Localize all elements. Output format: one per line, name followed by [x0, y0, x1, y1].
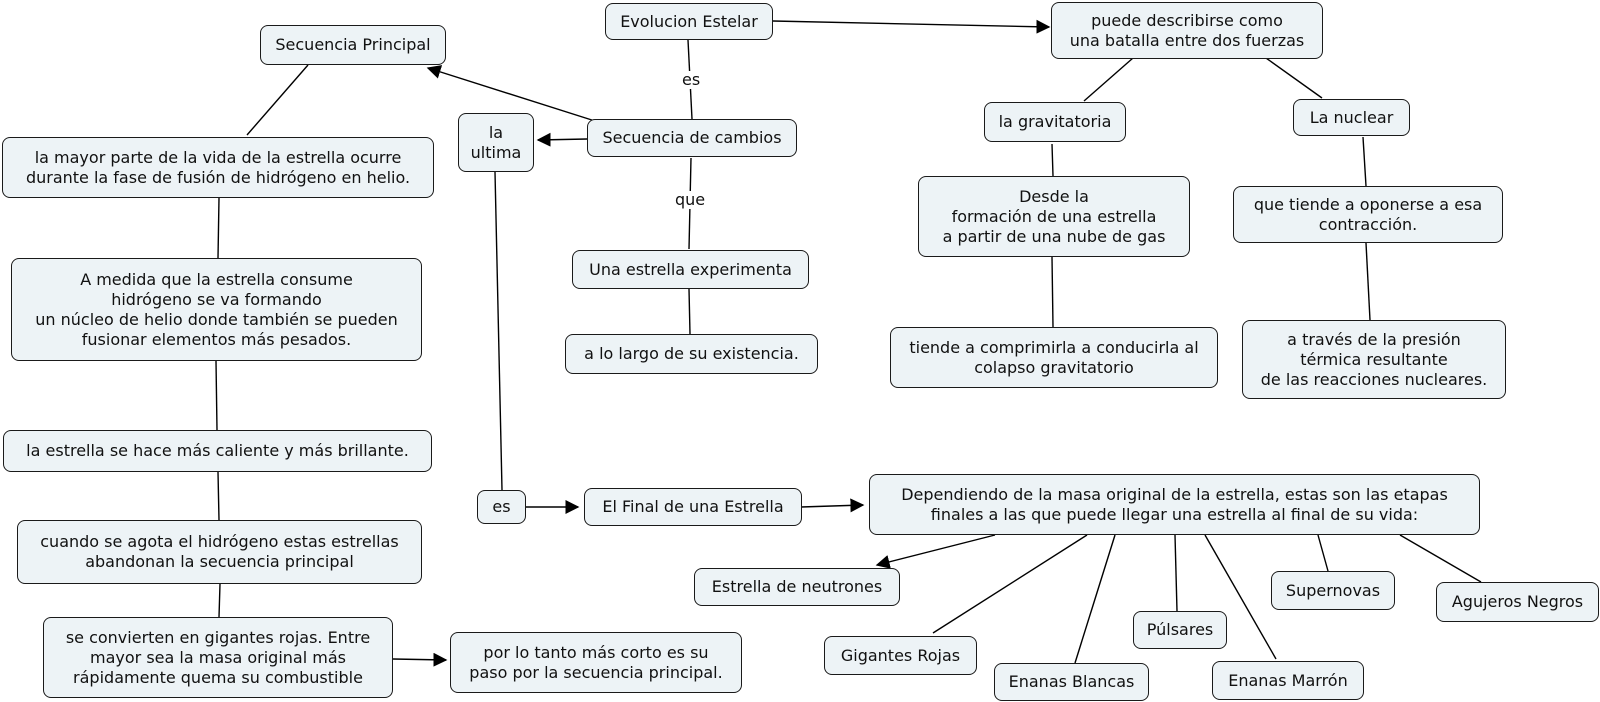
edge-dependiendo-neutrones — [875, 534, 996, 569]
edge-dependiendo-pulsares — [1174, 534, 1178, 612]
node-gigantes-rojas-texto[interactable]: se convierten en gigantes rojas. Entre m… — [43, 617, 393, 698]
edge-agota-gigantes — [218, 583, 221, 618]
node-la-gravitatoria[interactable]: la gravitatoria — [984, 102, 1126, 142]
node-la-nuclear[interactable]: La nuclear — [1293, 99, 1410, 136]
edge-evolucion-batalla — [772, 19, 1051, 34]
node-mas-corto[interactable]: por lo tanto más corto es su paso por la… — [450, 632, 742, 693]
node-pulsares[interactable]: Púlsares — [1133, 611, 1227, 649]
node-presion-termica[interactable]: a través de la presión térmica resultant… — [1242, 320, 1506, 399]
edge-dependiendo-agujeros — [1399, 534, 1482, 583]
node-dependiendo-masa[interactable]: Dependiendo de la masa original de la es… — [869, 474, 1480, 535]
node-final-estrella[interactable]: El Final de una Estrella — [584, 488, 802, 526]
edge-cambios-ultima — [536, 132, 588, 147]
edge-final-dependiendo — [800, 498, 865, 513]
edge-oponerse-presion — [1365, 242, 1371, 321]
edge-dependiendo-enanasblancas — [1074, 534, 1116, 664]
edge-batalla-nuclear — [1265, 57, 1323, 99]
node-secuencia-principal[interactable]: Secuencia Principal — [260, 25, 446, 65]
node-desde-formacion[interactable]: Desde la formación de una estrella a par… — [918, 176, 1190, 257]
node-a-lo-largo[interactable]: a lo largo de su existencia. — [565, 334, 818, 374]
edge-ultima-es — [494, 171, 503, 491]
node-estrella-neutrones[interactable]: Estrella de neutrones — [694, 568, 900, 606]
node-es[interactable]: es — [477, 490, 526, 524]
edge-batalla-gravitatoria — [1083, 57, 1134, 102]
edge-formacion-comprimirla — [1051, 256, 1054, 328]
edge-nuclear-oponerse — [1362, 136, 1367, 187]
edge-caliente-agota — [217, 471, 220, 521]
edge-experimenta-largo — [688, 288, 691, 335]
node-secuencia-de-cambios[interactable]: Secuencia de cambios — [587, 119, 797, 157]
edge-gravitatoria-formacion — [1051, 143, 1054, 177]
edge-cambios-principal — [426, 65, 596, 122]
node-mayor-parte-vida[interactable]: la mayor parte de la vida de la estrella… — [2, 137, 434, 198]
node-estrella-experimenta[interactable]: Una estrella experimenta — [572, 250, 809, 289]
node-oponerse-contraccion[interactable]: que tiende a oponerse a esa contracción. — [1233, 186, 1503, 243]
node-mas-caliente[interactable]: la estrella se hace más caliente y más b… — [3, 430, 432, 472]
node-se-agota-hidrogeno[interactable]: cuando se agota el hidrógeno estas estre… — [17, 520, 422, 584]
link-label-que: que — [673, 190, 708, 209]
node-gigantes-rojas[interactable]: Gigantes Rojas — [824, 636, 977, 675]
edge-medida-caliente — [215, 360, 218, 431]
edge-mayor-medida — [217, 197, 220, 259]
edge-gigantes-corto — [392, 652, 448, 667]
edge-principal-mayor — [246, 64, 309, 136]
node-comprimirla-colapso[interactable]: tiende a comprimirla a conducirla al col… — [890, 327, 1218, 388]
node-batalla-dos-fuerzas[interactable]: puede describirse como una batalla entre… — [1051, 2, 1323, 59]
node-enanas-blancas[interactable]: Enanas Blancas — [994, 663, 1149, 701]
node-enanas-marron[interactable]: Enanas Marrón — [1212, 661, 1364, 700]
node-evolucion-estelar[interactable]: Evolucion Estelar — [605, 3, 773, 40]
edge-dependiendo-enanasmarron — [1204, 534, 1277, 660]
node-agujeros-negros[interactable]: Agujeros Negros — [1436, 582, 1599, 622]
edge-dependiendo-gigantesrojas — [932, 534, 1088, 634]
node-supernovas[interactable]: Supernovas — [1271, 571, 1395, 610]
node-a-medida-consume[interactable]: A medida que la estrella consume hidróge… — [11, 258, 422, 361]
link-label-es: es — [680, 70, 703, 89]
edge-dependiendo-supernovas — [1317, 534, 1329, 572]
node-la-ultima[interactable]: la ultima — [458, 113, 534, 172]
